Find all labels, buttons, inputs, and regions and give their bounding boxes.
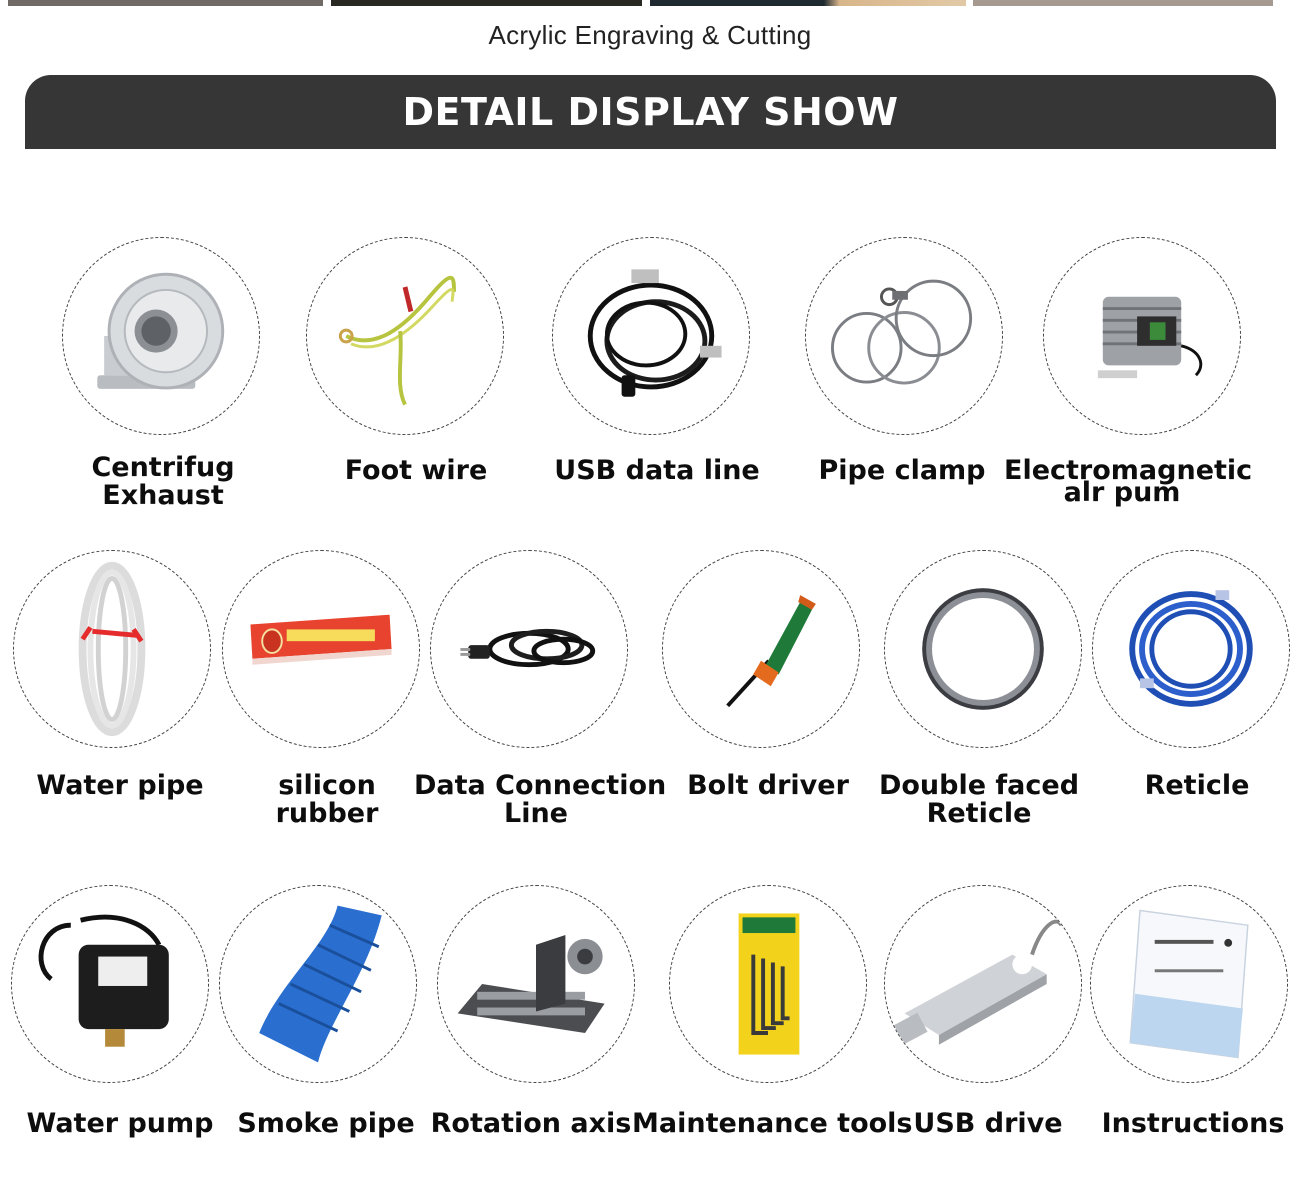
section-banner: DETAIL DISPLAY SHOW [25, 75, 1276, 149]
product-image-rotation-axis [437, 885, 635, 1083]
item-label-double-faced-tape: Double faced Reticle [878, 770, 1080, 829]
item-label-water-pump: Water pump [26, 1108, 214, 1139]
product-image-bolt-driver [662, 550, 860, 748]
pipe-clamp-icon [830, 279, 973, 385]
screwdriver-icon [726, 595, 816, 708]
photo-edge-4 [973, 0, 1273, 6]
photo-edge-3 [650, 0, 966, 6]
usb-cable-icon [587, 269, 722, 397]
hex-key-set-icon [738, 913, 800, 1055]
silicone-tube-icon [250, 614, 392, 665]
product-image-centrifugal-exhaust [62, 237, 260, 435]
product-image-usb-drive [884, 885, 1082, 1083]
item-label-bolt-driver: Bolt driver [687, 770, 849, 801]
item-label-data-connection-line: Data Connection Line [414, 770, 667, 829]
product-image-electromagnetic-air-pump [1043, 237, 1241, 435]
water-pipe-icon [78, 561, 146, 737]
foot-wire-icon [338, 275, 456, 406]
air-pump-icon [1097, 296, 1203, 379]
product-image-double-faced-tape [884, 550, 1082, 748]
product-image-smoke-pipe [219, 885, 417, 1083]
tape-roll-icon [922, 588, 1044, 710]
item-label-centrifugal-exhaust: Centrifug Exhaust [91, 452, 235, 511]
usb-drive-icon [891, 919, 1064, 1046]
item-label-usb-data-line: USB data line [554, 455, 760, 486]
product-image-pipe-clamp [805, 237, 1003, 435]
product-image-silicon-rubber [222, 550, 420, 748]
water-pump-icon [38, 914, 169, 1047]
top-photo-strip [0, 0, 1300, 8]
product-image-usb-data-line [552, 237, 750, 435]
product-image-water-pipe [13, 550, 211, 748]
item-label-water-pipe: Water pipe [36, 770, 204, 801]
product-image-data-connection-line [430, 550, 628, 748]
item-label-maintenance-tools: Maintenance tools [632, 1108, 913, 1139]
item-label-usb-drive: USB drive [913, 1108, 1063, 1139]
product-image-maintenance-tools [669, 885, 867, 1083]
network-cable-icon [1129, 590, 1253, 707]
item-label-electromagnetic-air-pump: Electromagnetic alr pum [1004, 455, 1253, 508]
item-label-rotation-axis: Rotation axis [430, 1108, 632, 1139]
product-image-water-pump [11, 885, 209, 1083]
item-label-pipe-clamp: Pipe clamp [818, 455, 986, 486]
centrifugal-exhaust-fan-icon [97, 272, 225, 390]
smoke-pipe-icon [259, 905, 382, 1063]
manual-icon [1129, 909, 1249, 1059]
photo-edge-2 [331, 0, 642, 6]
section-caption: Acrylic Engraving & Cutting [488, 20, 812, 50]
item-label-instructions: Instructions [1101, 1108, 1285, 1139]
item-label-foot-wire: Foot wire [344, 455, 488, 486]
product-image-foot-wire [306, 237, 504, 435]
item-label-smoke-pipe: Smoke pipe [237, 1108, 415, 1139]
product-image-reticle [1092, 550, 1290, 748]
item-label-reticle: Reticle [1144, 770, 1250, 801]
product-image-instructions [1090, 885, 1288, 1083]
banner-title: DETAIL DISPLAY SHOW [402, 90, 899, 134]
power-cable-icon [460, 628, 596, 668]
rotation-axis-icon [457, 935, 605, 1033]
item-label-silicon-rubber: silicon rubber [275, 770, 379, 829]
photo-edge-1 [8, 0, 323, 6]
